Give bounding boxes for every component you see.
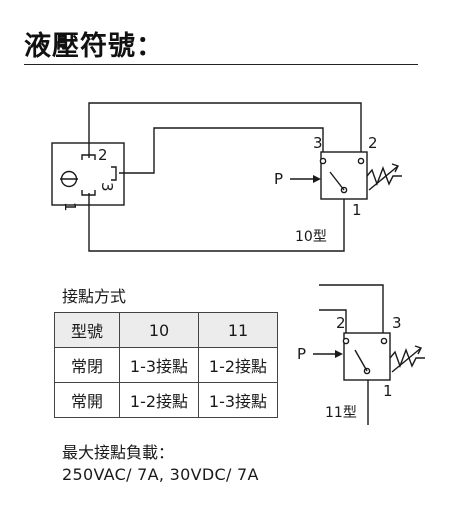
max-contact-load-label: 最大接點負載：	[62, 443, 175, 462]
switch-label-1-11: 1	[383, 382, 393, 400]
terminal-label-2: 2	[98, 146, 108, 164]
diagram-type-10	[51, 102, 402, 252]
contact-3-10	[319, 157, 327, 165]
switch-label-1-10: 1	[352, 201, 362, 219]
table-row: 常開 1-2接點 1-3接點	[54, 382, 278, 418]
wire-3-to-3	[119, 127, 324, 174]
micro-switch-box-11	[343, 332, 391, 381]
spring-icon-11	[389, 348, 425, 369]
table-header-row: 型號 10 11	[54, 312, 278, 348]
wire-2-to-2	[88, 102, 362, 158]
switch-body-box	[51, 142, 125, 206]
terminal-label-1: 1	[61, 202, 79, 212]
terminal-1-mark	[81, 190, 96, 196]
spring-arrowhead-10	[391, 163, 399, 173]
spring-adjust-arrow-10	[368, 165, 399, 191]
contact-2-11	[342, 337, 350, 345]
max-contact-load-value: 250VAC/ 7A, 30VDC/ 7A	[62, 465, 259, 484]
cell-no-10: 1-2接點	[119, 382, 199, 418]
table-row: 常閉 1-3接點 1-2接點	[54, 347, 278, 383]
switch-label-3-10: 3	[313, 134, 323, 152]
cell-nc-10: 1-3接點	[119, 347, 199, 383]
wire-11-mid	[319, 309, 347, 333]
row-label-normally-closed: 常閉	[54, 347, 120, 383]
cell-no-11: 1-3接點	[198, 382, 278, 418]
terminal-label-3: 3	[98, 182, 116, 192]
switch-label-2-11: 2	[336, 314, 346, 332]
terminal-3-mark	[111, 166, 117, 181]
header-cell-11: 11	[198, 312, 278, 348]
spring-adjust-arrow-11	[391, 347, 422, 373]
switch-lever-10	[329, 171, 345, 191]
wire-11-top	[319, 284, 384, 333]
page-title: 液壓符號：	[24, 31, 164, 62]
spring-arrowhead-11	[414, 345, 422, 355]
switch-label-2-10: 2	[368, 134, 378, 152]
contact-method-caption: 接點方式	[62, 287, 127, 306]
row-label-normally-open: 常開	[54, 382, 120, 418]
type-10-label: 10型	[295, 229, 327, 245]
pressure-arrowhead-11	[335, 350, 343, 358]
terminal-2-mark	[81, 154, 96, 160]
header-cell-model: 型號	[54, 312, 120, 348]
pressure-arrowhead-10	[313, 175, 321, 183]
contact-2-10	[357, 157, 365, 165]
diagram-type-11	[313, 284, 425, 425]
header-cell-10: 10	[119, 312, 199, 348]
type-11-label: 11型	[325, 405, 357, 421]
cell-nc-11: 1-2接點	[198, 347, 278, 383]
pressure-label-10: P	[274, 170, 283, 188]
wire-1-to-1	[88, 193, 345, 252]
switch-lever-11	[354, 349, 368, 372]
switch-label-3-11: 3	[392, 314, 402, 332]
contact-3-11	[380, 337, 388, 345]
pressure-label-11: P	[297, 345, 306, 363]
spring-icon-10	[366, 166, 402, 187]
contact-method-table: 型號 10 11 常閉 1-3接點 1-2接點 常開 1-2接點 1-3接點	[54, 312, 278, 418]
title-divider	[24, 64, 418, 65]
